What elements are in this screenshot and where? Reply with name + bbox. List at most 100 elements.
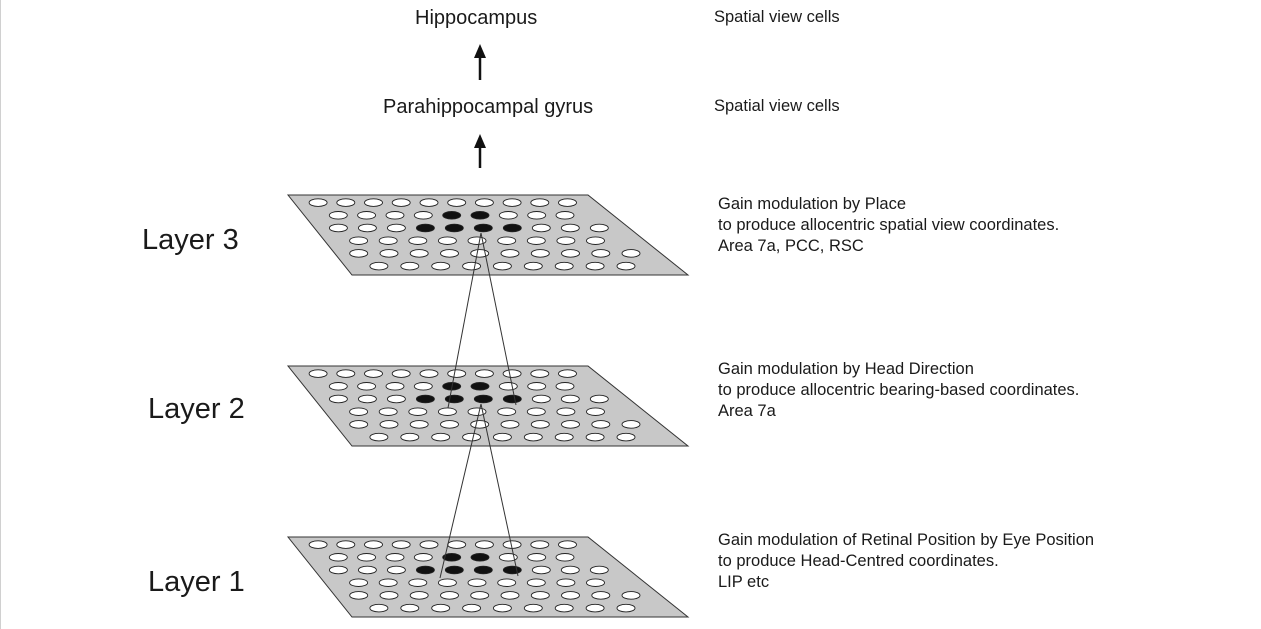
neuron xyxy=(369,261,389,271)
neuron xyxy=(523,261,543,271)
neuron xyxy=(409,420,429,429)
neuron xyxy=(498,382,518,391)
layer-1-description-line: to produce Head-Centred coordinates. xyxy=(718,552,999,570)
neuron xyxy=(467,578,487,587)
layer-1-description: Gain modulation of Retinal Position by E… xyxy=(718,530,1094,593)
neuron xyxy=(431,603,451,613)
neuron xyxy=(530,420,550,429)
neuron xyxy=(554,603,574,613)
neuron xyxy=(349,249,369,258)
neuron xyxy=(349,236,369,245)
active-neuron xyxy=(502,223,522,233)
neuron xyxy=(400,603,420,613)
neuron xyxy=(328,382,348,391)
neuron xyxy=(621,420,641,429)
neuron xyxy=(336,198,356,207)
neuron xyxy=(336,369,356,378)
neuron xyxy=(467,407,487,416)
hippocampus-cell-type: Spatial view cells xyxy=(714,8,840,26)
neuron xyxy=(357,394,377,404)
neuron xyxy=(462,432,482,442)
neuron xyxy=(400,432,420,442)
layer-3-description: Gain modulation by Place to produce allo… xyxy=(718,194,1059,257)
layer-3-description-line: Area 7a, PCC, RSC xyxy=(718,237,864,255)
neuron xyxy=(500,249,520,258)
neuron xyxy=(336,540,356,549)
connection-line xyxy=(439,403,482,579)
neuron xyxy=(616,432,636,442)
active-neuron xyxy=(415,223,435,233)
neuron xyxy=(328,394,348,404)
active-neuron xyxy=(502,394,522,404)
neuron xyxy=(586,578,605,587)
neuron xyxy=(409,591,429,600)
neuron xyxy=(497,407,517,416)
neuron xyxy=(591,591,611,600)
neuron xyxy=(530,369,550,378)
neuron xyxy=(385,382,405,391)
neuron xyxy=(502,369,522,378)
neuron xyxy=(379,591,399,600)
neuron xyxy=(558,540,577,549)
connection-line xyxy=(480,232,517,406)
neuron xyxy=(586,407,605,416)
neuron xyxy=(498,211,518,220)
neuron xyxy=(585,432,605,442)
layer-3-label: Layer 3 xyxy=(142,224,239,256)
neuron xyxy=(447,369,467,378)
layer-2-description-line: Gain modulation by Head Direction xyxy=(718,360,974,378)
left-border xyxy=(0,0,1,629)
neuron xyxy=(440,249,459,258)
hippocampus-label: Hippocampus xyxy=(415,7,538,29)
active-neuron xyxy=(473,394,493,404)
neuron xyxy=(413,553,433,562)
neuron xyxy=(357,211,377,220)
neuron xyxy=(400,261,420,271)
convergence-connections xyxy=(439,232,519,579)
neuron xyxy=(527,211,547,220)
neuron xyxy=(526,407,546,416)
neuron xyxy=(447,540,467,549)
neuron xyxy=(560,223,580,233)
active-neuron xyxy=(444,565,464,575)
neuron xyxy=(386,223,406,233)
neuron xyxy=(530,198,550,207)
neuron xyxy=(437,407,457,416)
neuron xyxy=(364,369,383,378)
connection-line xyxy=(447,232,482,409)
neuron xyxy=(589,223,609,233)
neuron xyxy=(585,261,605,271)
neuron xyxy=(408,578,428,587)
neuron xyxy=(379,249,399,258)
neuron xyxy=(408,236,428,245)
neuron xyxy=(621,249,641,258)
neuron xyxy=(492,603,512,613)
neuron xyxy=(409,249,429,258)
neuron xyxy=(589,565,609,575)
neuron xyxy=(589,394,609,404)
connection-line xyxy=(480,403,519,577)
neuron xyxy=(391,369,411,378)
neuron xyxy=(498,553,518,562)
neuron xyxy=(462,603,482,613)
neuron xyxy=(440,420,459,429)
neuron xyxy=(591,420,611,429)
layer-2-description-line: to produce allocentric bearing-based coo… xyxy=(718,381,1080,399)
neuron xyxy=(437,578,457,587)
neuron xyxy=(616,261,636,271)
neuron xyxy=(585,603,605,613)
neuron xyxy=(357,565,377,575)
neuron xyxy=(555,553,575,562)
neuron xyxy=(391,198,411,207)
active-neuron xyxy=(444,223,464,233)
neuron xyxy=(349,420,369,429)
neuron xyxy=(385,553,405,562)
neuron xyxy=(357,553,377,562)
neuron xyxy=(586,236,605,245)
active-neuron xyxy=(470,553,490,562)
neuron xyxy=(530,591,550,600)
neuron xyxy=(492,432,512,442)
neuron xyxy=(500,591,520,600)
active-neuron xyxy=(473,565,493,575)
neuron xyxy=(530,249,550,258)
